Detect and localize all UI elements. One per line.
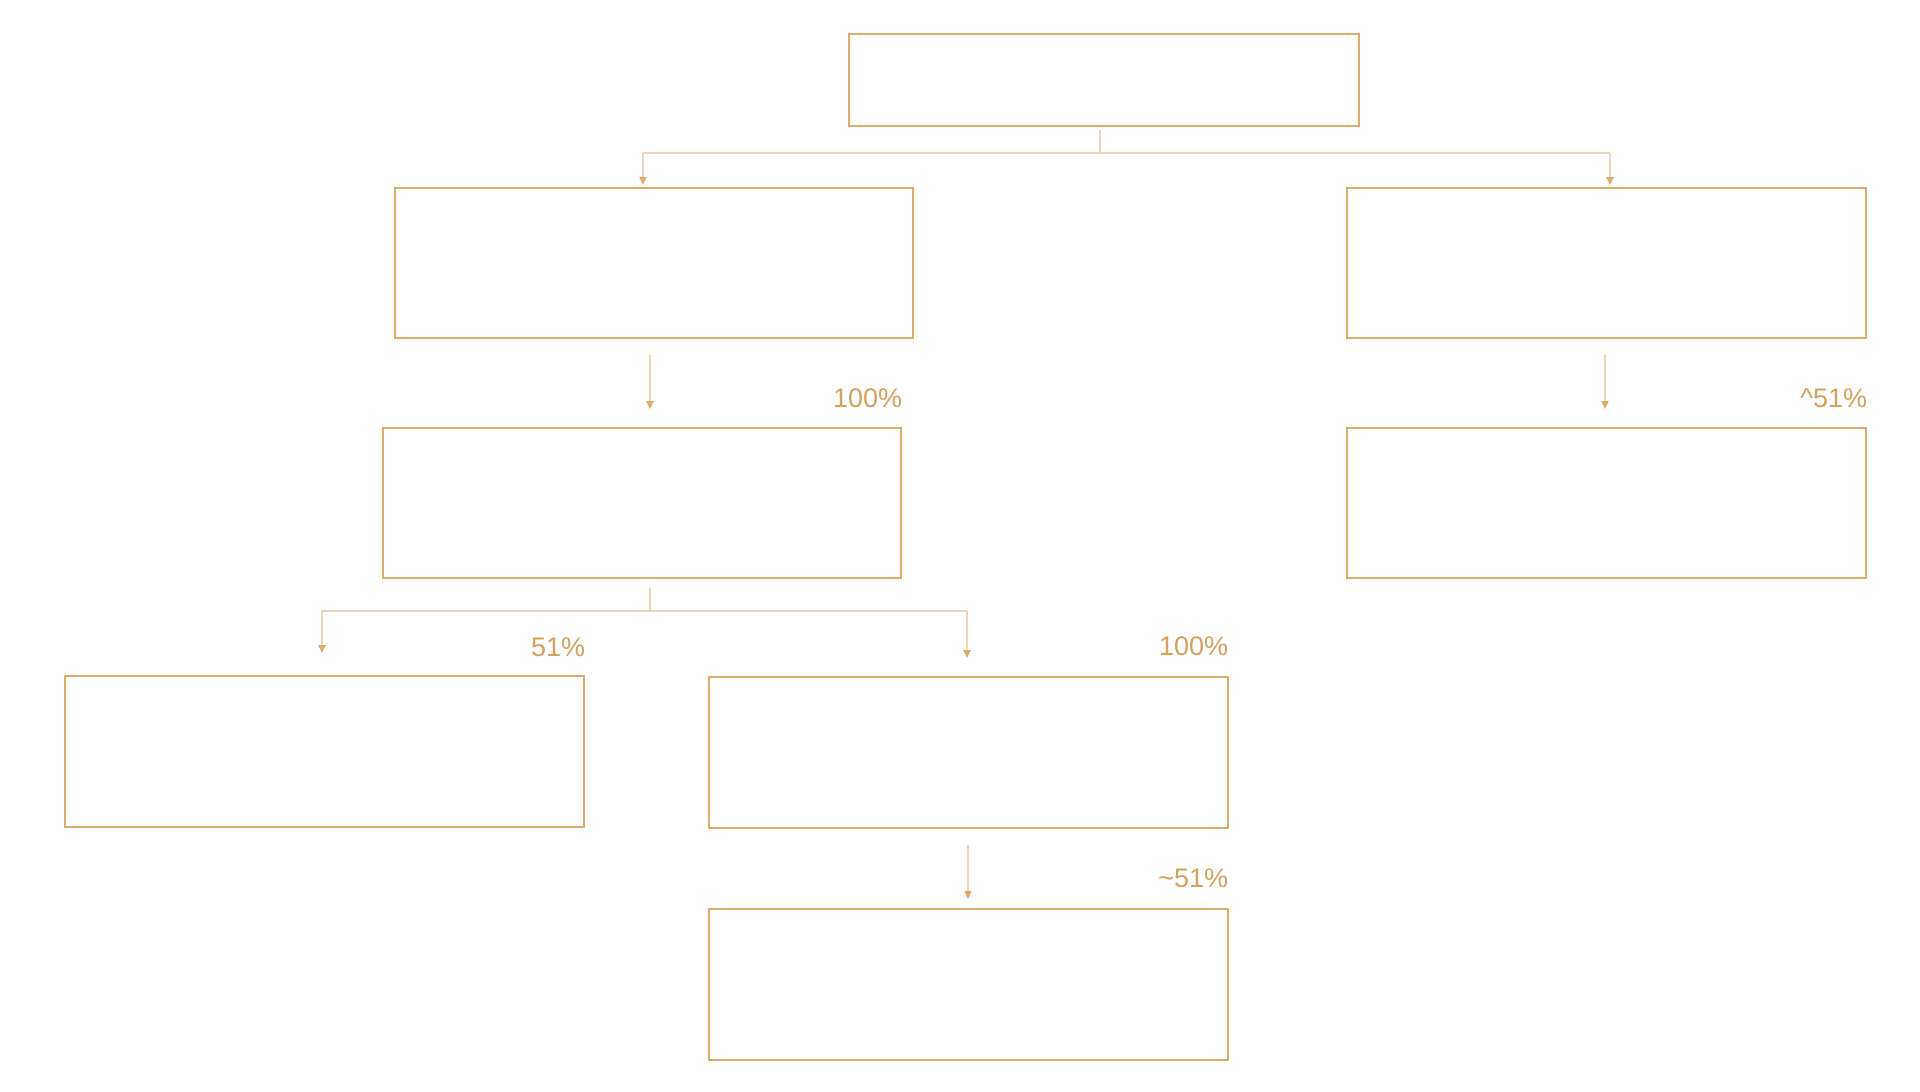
node-build-tech-label: Waja Build Tech Sdn. Bhd. bbox=[148, 735, 501, 767]
node-properties-label: Waja Properties Sdn. Bhd. bbox=[793, 736, 1143, 768]
ownership-development: 100% bbox=[832, 383, 902, 413]
ownership-prima: ~51% bbox=[1158, 863, 1228, 893]
node-ict-services-label: Information, Communication & Technology … bbox=[1415, 229, 1798, 296]
ownership-build-tech: 51% bbox=[530, 632, 585, 662]
node-properties: Waja Properties Sdn. Bhd. bbox=[708, 676, 1229, 829]
node-root bbox=[848, 33, 1360, 127]
node-development-label: Waja Development Sdn. Bhd. bbox=[448, 487, 836, 518]
node-development: Waja Development Sdn. Bhd. bbox=[382, 427, 902, 579]
node-oceantec: Oceantec Sdn. Bhd. bbox=[1346, 427, 1867, 579]
ownership-properties: 100% bbox=[1158, 631, 1228, 661]
node-build-tech: Waja Build Tech Sdn. Bhd. bbox=[64, 675, 585, 828]
node-oceantec-label: Oceantec Sdn. Bhd. bbox=[1474, 487, 1739, 518]
node-ict-services: Information, Communication & Technology … bbox=[1346, 187, 1867, 339]
node-prima-label: Waja Prima Sdn. Bhd. bbox=[824, 968, 1113, 1000]
node-general-construction: General Construction and Property Develo… bbox=[394, 187, 914, 339]
node-general-construction-label: General Construction and Property Develo… bbox=[482, 229, 826, 296]
node-prima: Waja Prima Sdn. Bhd. bbox=[708, 908, 1229, 1061]
ownership-oceantec: ^51% bbox=[1800, 383, 1867, 413]
